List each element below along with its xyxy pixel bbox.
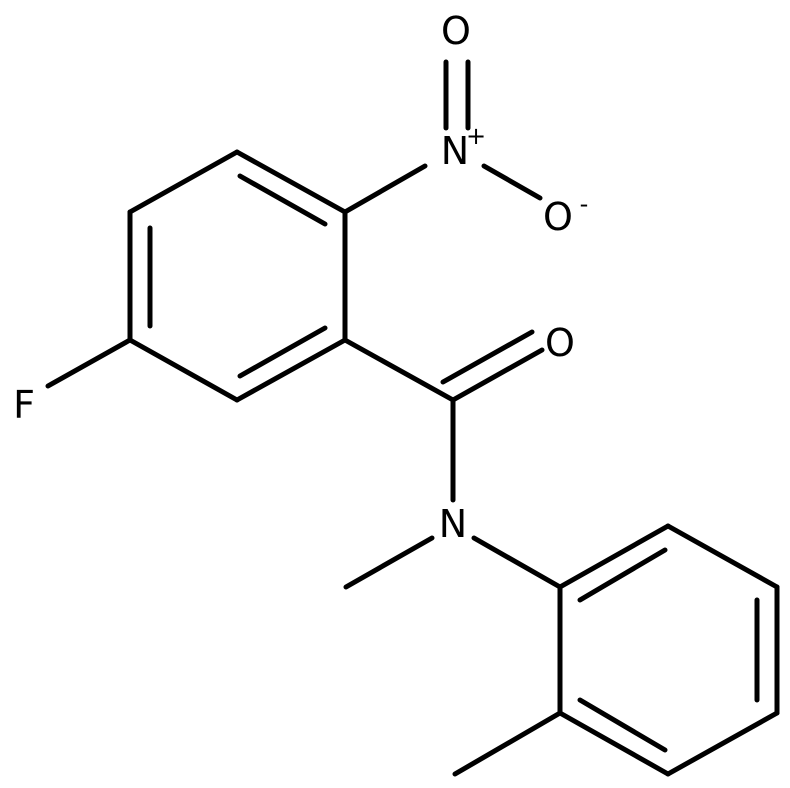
- oxygen-nitro-label: O: [543, 195, 573, 239]
- bond: [557, 710, 671, 777]
- nitro-nitrogen-label: N: [441, 129, 469, 173]
- amide-group: [342, 329, 563, 590]
- amide-nitrogen-label: N: [439, 502, 467, 546]
- bond: [127, 149, 240, 215]
- nitro-group: [342, 59, 543, 215]
- bond: [665, 523, 780, 590]
- bond: [665, 710, 780, 777]
- oxygen-carbonyl-label: O: [545, 321, 575, 365]
- fluoronitro-benzene-ring: [127, 149, 348, 403]
- bond: [234, 149, 348, 215]
- bond-c-o-double: [450, 347, 545, 403]
- bond-n-aryl: [471, 535, 563, 590]
- bond-ring-nitro-n: [342, 163, 428, 215]
- double-bond-inner: [577, 547, 668, 603]
- fluorine-label: F: [13, 383, 35, 427]
- bond-ring-carbonyl: [342, 337, 456, 403]
- bond-c-o-double: [440, 329, 535, 385]
- tolyl-benzene-ring: [557, 523, 780, 777]
- bond-ring-fluorine: [45, 337, 133, 389]
- oxygen-charge-minus: -: [580, 190, 589, 218]
- bond: [127, 337, 240, 403]
- bond-ring-methyl: [452, 710, 563, 777]
- bond: [557, 523, 671, 590]
- double-bond-inner: [237, 173, 328, 227]
- bond: [234, 337, 348, 403]
- oxygen-top-label: O: [441, 9, 471, 53]
- nitro-charge-plus: +: [466, 122, 486, 150]
- double-bond-inner: [577, 697, 668, 753]
- bond-n-methyl: [343, 535, 435, 590]
- double-bond-inner: [237, 325, 328, 379]
- bond-n-o-single: [481, 163, 543, 201]
